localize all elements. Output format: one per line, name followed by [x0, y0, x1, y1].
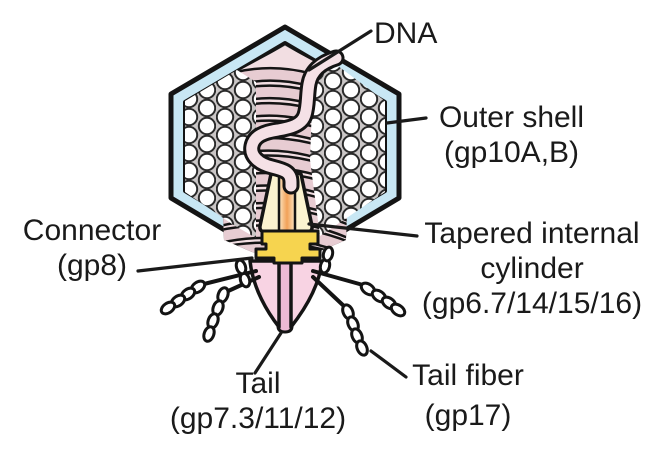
tail-fiber-leader-line: [369, 349, 408, 379]
label-tail-fiber: Tail fiber (gp17): [378, 356, 558, 436]
fiber-bead-stub-left: [234, 258, 252, 289]
tapered-cylinder-genes: (gp6.7/14/15/16): [421, 287, 643, 320]
tapered-cylinder-title-line2: cylinder: [480, 252, 584, 285]
outer-shell-title: Outer shell: [438, 101, 585, 134]
fiber-bead-stub-right: [318, 245, 335, 275]
tapered-cylinder-leader-line: [307, 222, 419, 238]
dot-lattice-right: [310, 66, 385, 236]
tail-fiber-title: Tail fiber: [412, 359, 524, 392]
fiber-bead-chain-right-lower: [341, 303, 369, 357]
label-tapered-internal-cylinder: Tapered internal cylinder (gp6.7/14/15/1…: [398, 216, 666, 321]
dna-leader-line: [307, 29, 373, 72]
outer-shell-leader-line: [385, 116, 428, 125]
tail-leader-line: [253, 331, 283, 375]
connector-title: Connector: [22, 214, 162, 247]
fiber-bead-chain-left-lower: [202, 286, 230, 343]
tail-genes: (gp7.3/11/12): [169, 402, 347, 435]
fiber-bead-chain-right-upper: [359, 281, 407, 318]
leader-lines: [136, 29, 428, 379]
tail-fiber-genes: (gp17): [424, 399, 512, 432]
tapered-cylinder-title-line1: Tapered internal: [424, 217, 640, 250]
connector-leader-line: [136, 256, 254, 273]
connector-genes: (gp8): [56, 249, 128, 282]
label-tail: Tail (gp7.3/11/12): [157, 366, 359, 436]
outer-shell-genes: (gp10A,B): [443, 136, 580, 169]
dot-lattice-left: [185, 70, 256, 238]
connector-shape: [254, 229, 322, 265]
tail-title: Tail: [235, 367, 281, 400]
label-outer-shell: Outer shell (gp10A,B): [404, 100, 619, 170]
dna-strand: [243, 49, 345, 195]
tail-fibers: [159, 245, 407, 357]
dna-label-text: DNA: [374, 17, 438, 50]
label-connector: Connector (gp8): [0, 213, 184, 283]
fiber-bead-chain-left-upper: [159, 279, 207, 316]
label-dna: DNA: [374, 16, 437, 51]
